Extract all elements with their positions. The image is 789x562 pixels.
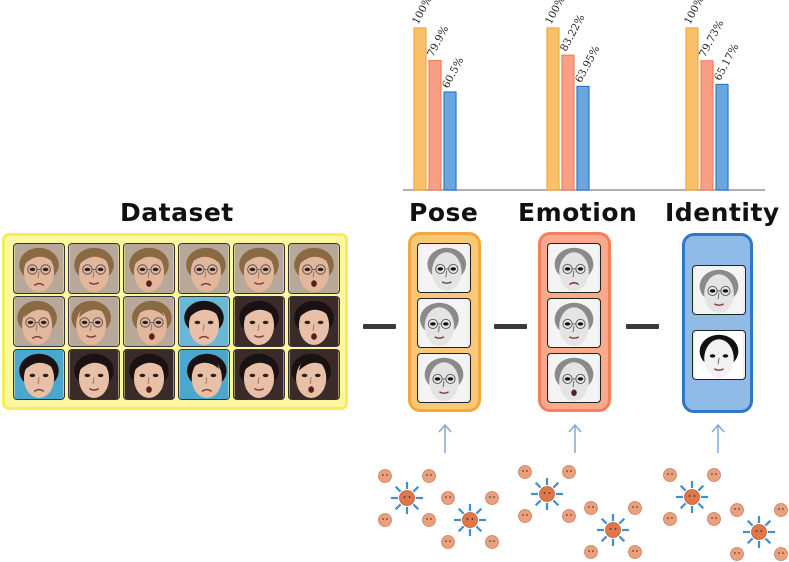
grayscale-face-image bbox=[692, 330, 746, 380]
connector-dash bbox=[363, 324, 396, 329]
bar-label: 79.9% bbox=[425, 24, 451, 59]
grayscale-face-image bbox=[417, 298, 471, 348]
pose-panel bbox=[408, 232, 481, 412]
dataset-face-image bbox=[178, 296, 230, 347]
grayscale-face-image bbox=[547, 353, 601, 403]
up-arrow-icon bbox=[711, 423, 725, 453]
bar-label: 100% bbox=[543, 0, 568, 26]
bar-identity-1 bbox=[700, 60, 714, 191]
dataset-face-image bbox=[233, 243, 285, 294]
bar-emotion-2 bbox=[576, 85, 590, 191]
dataset-face-image bbox=[288, 296, 340, 347]
bar-emotion-1 bbox=[561, 54, 575, 191]
bar-identity-0 bbox=[685, 27, 699, 191]
dataset-face-image bbox=[123, 243, 175, 294]
bar-label: 83.22% bbox=[558, 13, 587, 54]
dataset-face-image bbox=[233, 349, 285, 400]
face-cluster-icon bbox=[730, 503, 788, 561]
grayscale-face-image bbox=[547, 243, 601, 293]
grayscale-face-image bbox=[417, 353, 471, 403]
dataset-face-image bbox=[68, 243, 120, 294]
dataset-face-image bbox=[178, 349, 230, 400]
dataset-panel bbox=[2, 233, 348, 410]
up-arrow-icon bbox=[438, 423, 452, 453]
bar-label: 63.95% bbox=[573, 44, 602, 85]
dataset-face-image bbox=[178, 243, 230, 294]
bar-label: 79.73% bbox=[697, 18, 726, 59]
identity-panel bbox=[682, 233, 753, 413]
bar-label: 100% bbox=[410, 0, 435, 26]
dataset-face-image bbox=[68, 296, 120, 347]
dataset-face-image bbox=[288, 349, 340, 400]
face-cluster-icon bbox=[441, 491, 499, 549]
emotion-title: Emotion bbox=[518, 198, 638, 227]
up-arrow-icon bbox=[568, 423, 582, 453]
bar-label: 65.17% bbox=[712, 42, 741, 83]
grayscale-face-image bbox=[692, 265, 746, 315]
dataset-face-image bbox=[13, 243, 65, 294]
dataset-face-image bbox=[233, 296, 285, 347]
dataset-face-image bbox=[123, 349, 175, 400]
face-cluster-icon bbox=[378, 469, 436, 527]
face-cluster-icon bbox=[584, 501, 642, 559]
dataset-face-image bbox=[13, 349, 65, 400]
dataset-face-image bbox=[68, 349, 120, 400]
face-cluster-icon bbox=[663, 468, 721, 526]
connector-dash bbox=[626, 324, 659, 329]
dataset-face-image bbox=[123, 296, 175, 347]
grayscale-face-image bbox=[547, 298, 601, 348]
bar-pose-1 bbox=[428, 59, 442, 191]
dataset-face-image bbox=[13, 296, 65, 347]
dataset-title: Dataset bbox=[120, 198, 234, 227]
grayscale-face-image bbox=[417, 243, 471, 293]
dataset-face-image bbox=[288, 243, 340, 294]
bar-label: 60.5% bbox=[440, 55, 466, 90]
emotion-panel bbox=[538, 232, 611, 412]
accuracy-bar-chart: 100%79.9%60.5%100%83.22%63.95%100%79.73%… bbox=[403, 0, 765, 191]
identity-title: Identity bbox=[665, 198, 780, 227]
bar-identity-2 bbox=[715, 83, 729, 191]
pose-title: Pose bbox=[409, 198, 479, 227]
bar-pose-2 bbox=[443, 91, 457, 191]
bar-emotion-0 bbox=[546, 27, 560, 191]
bar-label: 100% bbox=[682, 0, 707, 26]
bar-pose-0 bbox=[413, 27, 427, 191]
face-cluster-icon bbox=[518, 465, 576, 523]
connector-dash bbox=[494, 324, 527, 329]
